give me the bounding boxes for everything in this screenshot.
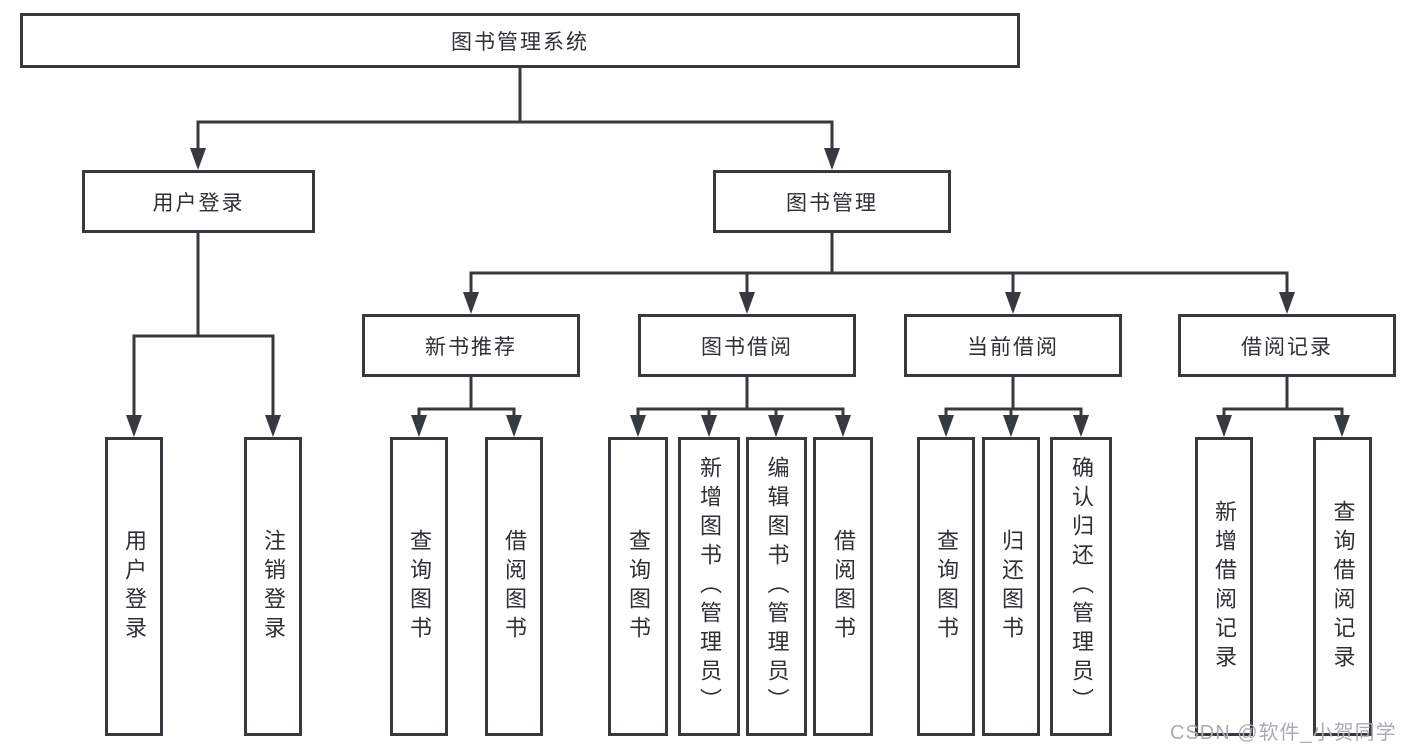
arrowhead-icon — [835, 415, 851, 437]
leaf-query-borrow-record: 查询借阅记录 — [1313, 437, 1372, 736]
node-root-label: 图书管理系统 — [451, 30, 589, 54]
connector-root-to-level2 — [196, 66, 834, 154]
arrowhead-icon — [768, 415, 784, 437]
arrowhead-icon — [739, 292, 755, 314]
node-user-login: 用户登录 — [82, 170, 315, 233]
leaf-add-borrow-record-label: 新增借阅记录 — [1212, 499, 1237, 674]
leaf-borrow-books: 借阅图书 — [813, 437, 873, 736]
node-book-mgmt: 图书管理 — [713, 170, 951, 233]
node-new-book-recommend: 新书推荐 — [362, 314, 580, 377]
leaf-confirm-return-admin-label: 确认归还（管理员） — [1069, 456, 1094, 717]
leaf-query-books-current: 查询图书 — [917, 437, 975, 736]
arrowhead-icon — [701, 415, 717, 437]
connector-userlogin-branch — [132, 231, 275, 421]
node-book-borrow-label: 图书借阅 — [701, 335, 793, 359]
arrowhead-icon — [1005, 292, 1021, 314]
leaf-user-login-label: 用户登录 — [122, 528, 147, 645]
node-root: 图书管理系统 — [20, 13, 1020, 68]
leaf-add-borrow-record: 新增借阅记录 — [1195, 437, 1253, 736]
arrowhead-icon — [265, 415, 281, 437]
leaf-add-book-admin-label: 新增图书（管理员） — [697, 456, 722, 717]
node-new-book-recommend-label: 新书推荐 — [425, 335, 517, 359]
arrowhead-icon — [1279, 292, 1295, 314]
node-current-borrow: 当前借阅 — [904, 314, 1122, 377]
arrowhead-icon — [1003, 415, 1019, 437]
leaf-borrow-books-recommend-label: 借阅图书 — [502, 528, 527, 645]
arrowhead-icon — [824, 148, 840, 170]
leaf-return-book: 归还图书 — [982, 437, 1040, 736]
connector-newbook-branch — [417, 375, 516, 421]
arrowhead-icon — [411, 415, 427, 437]
leaf-borrow-books-recommend: 借阅图书 — [485, 437, 543, 736]
node-borrow-records-label: 借阅记录 — [1241, 335, 1333, 359]
leaf-edit-book-admin-label: 编辑图书（管理员） — [764, 456, 790, 717]
arrowhead-icon — [630, 415, 646, 437]
leaf-logout: 注销登录 — [244, 437, 302, 736]
arrowhead-icon — [938, 415, 954, 437]
node-book-mgmt-label: 图书管理 — [786, 191, 878, 215]
arrowhead-icon — [463, 292, 479, 314]
leaf-confirm-return-admin: 确认归还（管理员） — [1050, 437, 1112, 736]
leaf-query-books-borrow-label: 查询图书 — [626, 528, 651, 645]
node-borrow-records: 借阅记录 — [1178, 314, 1396, 377]
node-book-borrow: 图书借阅 — [638, 314, 856, 377]
leaf-return-book-label: 归还图书 — [999, 528, 1024, 645]
leaf-query-books-borrow: 查询图书 — [608, 437, 668, 736]
node-current-borrow-label: 当前借阅 — [967, 335, 1059, 359]
node-user-login-label: 用户登录 — [152, 191, 245, 215]
arrowhead-icon — [190, 148, 206, 170]
leaf-query-books-recommend: 查询图书 — [390, 437, 448, 736]
leaf-add-book-admin: 新增图书（管理员） — [678, 437, 740, 736]
connector-current-branch — [944, 375, 1083, 421]
leaf-query-borrow-record-label: 查询借阅记录 — [1330, 499, 1356, 674]
leaf-query-books-current-label: 查询图书 — [934, 528, 959, 645]
arrowhead-icon — [1334, 415, 1350, 437]
leaf-borrow-books-label: 借阅图书 — [831, 528, 856, 645]
leaf-logout-label: 注销登录 — [261, 528, 286, 645]
arrowhead-icon — [126, 415, 142, 437]
arrowhead-icon — [1073, 415, 1089, 437]
arrowhead-icon — [506, 415, 522, 437]
connector-borrow-branch — [636, 375, 845, 421]
arrowhead-icon — [1216, 415, 1232, 437]
leaf-edit-book-admin: 编辑图书（管理员） — [746, 437, 807, 736]
watermark-text: CSDN @软件_小贺同学 — [1170, 722, 1397, 744]
connector-records-branch — [1222, 375, 1344, 421]
connector-bookmgmt-branch — [469, 231, 1289, 299]
leaf-query-books-recommend-label: 查询图书 — [407, 528, 432, 645]
leaf-user-login: 用户登录 — [105, 437, 163, 736]
